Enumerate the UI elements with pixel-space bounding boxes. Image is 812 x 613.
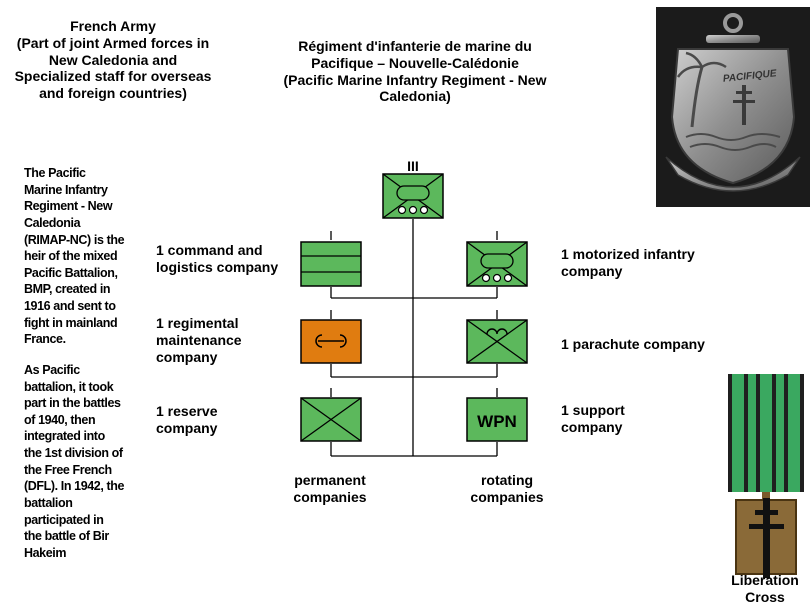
label-motorized-infantry: 1 motorized infantry company [561, 246, 695, 279]
support-symbol-text: WPN [477, 412, 517, 431]
regiment-badge-icon: PACIFIQUE [665, 13, 801, 192]
regiment-badge-image: PACIFIQUE [656, 7, 810, 207]
support-symbol: WPN [466, 397, 528, 442]
title-french-army: French Army (Part of joint Armed forces … [14, 18, 212, 102]
label-rotating-companies: rotating companies [470, 472, 544, 505]
label-command-logistics: 1 command and logistics company [156, 242, 279, 275]
label-support: 1 support company [561, 402, 625, 435]
history-paragraph-2: As Pacific battalion, it took part in th… [24, 362, 125, 560]
maintenance-symbol [300, 319, 362, 364]
parachute-symbol [466, 319, 528, 364]
history-text: The Pacific Marine Infantry Regiment - N… [24, 165, 132, 561]
label-reserve: 1 reserve company [156, 403, 218, 436]
hq-regiment-symbol [382, 173, 444, 219]
medal-caption: Liberation Cross [731, 572, 799, 605]
label-regimental-maintenance: 1 regimental maintenance company [156, 315, 242, 365]
title-regiment: Régiment d'infanterie de marine du Pacif… [283, 38, 547, 105]
label-parachute: 1 parachute company [561, 336, 705, 352]
reserve-symbol [300, 397, 362, 442]
command-logistics-symbol [300, 241, 362, 287]
liberation-cross-medal-icon [728, 374, 804, 578]
connector-lines [330, 219, 498, 457]
hq-echelon-mark: III [407, 158, 419, 174]
motorized-infantry-symbol [466, 241, 528, 287]
history-paragraph-1: The Pacific Marine Infantry Regiment - N… [24, 166, 125, 347]
label-permanent-companies: permanent companies [293, 472, 367, 505]
